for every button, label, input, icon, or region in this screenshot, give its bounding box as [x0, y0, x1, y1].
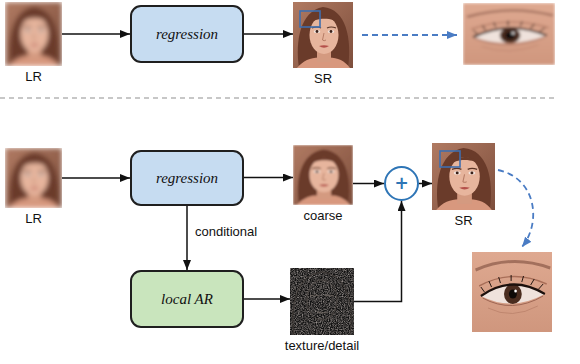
sum-circle: +: [384, 166, 419, 201]
box-label: regression: [156, 170, 218, 187]
sr-face-image: [293, 2, 353, 68]
coarse-face-image: [293, 145, 353, 205]
input-image: LR: [5, 148, 62, 208]
process-box: local AR: [130, 270, 244, 328]
flow-arrow: [244, 298, 290, 300]
lr-face-image: [5, 148, 62, 208]
image-caption: LR: [25, 69, 42, 84]
zoom-arrow: [362, 34, 457, 36]
image-caption: LR: [25, 211, 42, 226]
zoom-arrow: [498, 170, 533, 247]
flow-arrow: [419, 183, 432, 185]
eye-crop-blurry: [463, 3, 555, 65]
input-image: LR: [5, 2, 62, 66]
flow-arrow: [62, 33, 130, 35]
coarse-image: coarse: [293, 145, 353, 205]
box-label: regression: [156, 26, 218, 43]
image-caption: SR: [314, 71, 332, 86]
flow-arrow: [354, 201, 402, 302]
box-label: local AR: [161, 291, 213, 308]
separator-line: [0, 97, 556, 99]
flow-arrow: [353, 183, 384, 185]
image-caption: coarse: [303, 208, 342, 223]
texture-image: texture/detail: [290, 268, 354, 335]
process-box: regression: [130, 5, 244, 63]
image-caption: SR: [454, 213, 472, 228]
image-caption: texture/detail: [285, 338, 359, 353]
lr-face-image: [5, 2, 62, 66]
process-box: regression: [130, 150, 244, 206]
flow-arrow: [62, 177, 130, 179]
flow-arrow: [244, 33, 293, 35]
sr-face-image: [432, 143, 495, 210]
flow-arrow: [244, 177, 293, 179]
sum-symbol: +: [394, 175, 408, 192]
texture-image: [290, 268, 354, 335]
edge-label: conditional: [193, 224, 259, 239]
flow-arrow: [186, 206, 188, 270]
output-image: SR: [293, 2, 353, 68]
output-image: SR: [432, 143, 495, 210]
eye-crop-sharp: [472, 252, 552, 332]
